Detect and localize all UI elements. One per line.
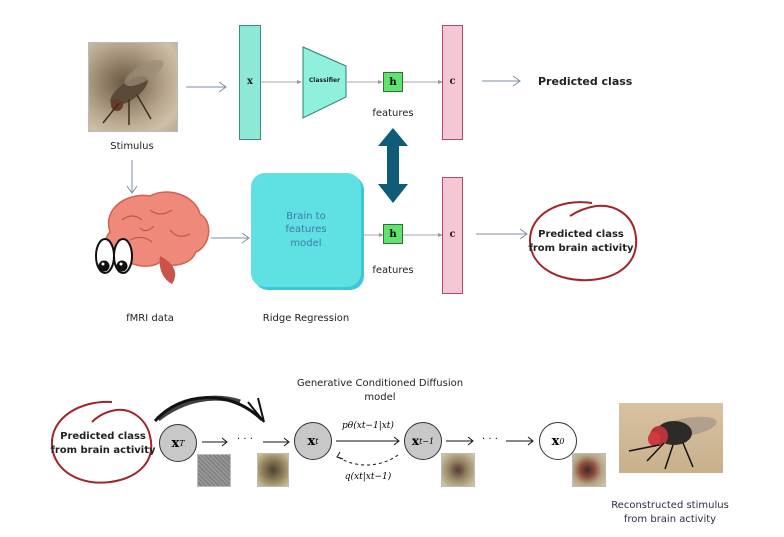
diffusion-title-line-1: Generative Conditioned Diffusion bbox=[296, 378, 464, 389]
feature-box-h: h bbox=[383, 72, 403, 92]
stimulus-label: Stimulus bbox=[110, 141, 154, 152]
diffusion-input-line-1: Predicted class bbox=[60, 431, 146, 442]
brain-class-vector-c bbox=[442, 177, 463, 294]
input-vector-label: x bbox=[247, 76, 253, 87]
classifier-label: Classifier bbox=[308, 77, 341, 84]
ellipsis-2: · · · bbox=[482, 434, 498, 445]
brain-feature-box-h: h bbox=[383, 224, 403, 244]
class-vector-label: c bbox=[449, 76, 456, 87]
fly-icon bbox=[102, 60, 164, 125]
housefly-icon bbox=[628, 416, 717, 470]
diffusion-input-label: Predicted class from brain activity bbox=[48, 430, 158, 457]
reconstructed-line-1: Reconstructed stimulus bbox=[611, 500, 729, 511]
forward-process-label: pθ(xt−1|xt) bbox=[342, 421, 394, 431]
partial-denoise-thumbnail-2 bbox=[441, 453, 475, 487]
noise-thumbnail bbox=[197, 454, 231, 487]
classifier-block bbox=[302, 46, 347, 119]
input-vector-x bbox=[239, 25, 261, 140]
stimulus-image bbox=[88, 42, 178, 132]
brain-output-line-2: from brain activity bbox=[528, 242, 634, 254]
model-line-3: model bbox=[290, 237, 322, 249]
features-caption: features bbox=[372, 108, 414, 119]
reverse-process-label: q(xt|xt−1) bbox=[344, 472, 392, 482]
fmri-label: fMRI data bbox=[126, 313, 174, 324]
ridge-regression-label: Ridge Regression bbox=[262, 313, 350, 324]
brain-to-features-model: Brain to features model bbox=[251, 173, 361, 287]
partial-denoise-thumbnail-1 bbox=[257, 453, 289, 487]
model-line-1: Brain to bbox=[286, 210, 326, 222]
brain-predicted-class-label: Predicted class from brain activity bbox=[525, 228, 637, 255]
brain-class-vector-label: c bbox=[449, 229, 456, 240]
diffusion-title: Generative Conditioned Diffusion model bbox=[280, 377, 480, 404]
reconstructed-stimulus-image bbox=[619, 403, 723, 473]
ellipsis-1: · · · bbox=[237, 434, 253, 445]
predicted-class-label: Predicted class bbox=[538, 75, 633, 88]
diffusion-input-line-2: from brain activity bbox=[50, 444, 156, 456]
class-vector-c bbox=[442, 25, 463, 140]
reconstructed-label: Reconstructed stimulus from brain activi… bbox=[600, 499, 740, 527]
final-thumbnail bbox=[572, 453, 606, 487]
brain-output-line-1: Predicted class bbox=[538, 229, 624, 240]
reconstructed-line-2: from brain activity bbox=[623, 514, 717, 525]
diffusion-title-line-2: model bbox=[364, 391, 396, 403]
model-line-2: features bbox=[285, 224, 327, 236]
brain-features-caption: features bbox=[372, 265, 414, 276]
